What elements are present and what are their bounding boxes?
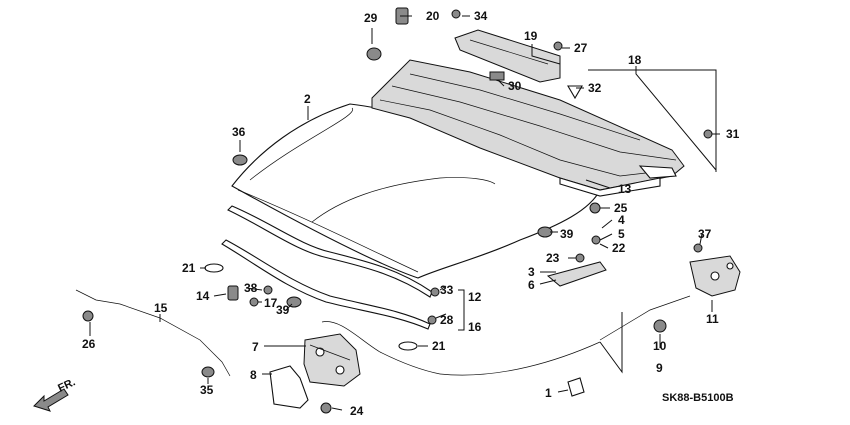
callout-21b: 21 <box>432 339 446 353</box>
callout-25: 25 <box>614 201 628 215</box>
latch-bracket <box>269 365 309 409</box>
callout-18: 18 <box>628 53 642 67</box>
callout-22: 22 <box>612 241 626 255</box>
cowl-top <box>371 59 685 197</box>
callout-4: 4 <box>618 213 625 227</box>
callout-23: 23 <box>546 251 560 265</box>
callout-7: 7 <box>252 340 259 354</box>
callout-26: 26 <box>82 337 96 351</box>
callout-12: 12 <box>468 290 482 304</box>
callout-14: 14 <box>196 289 210 303</box>
callout-30: 30 <box>508 79 522 93</box>
callout-28: 28 <box>440 313 454 327</box>
release-cable <box>75 289 691 377</box>
callout-24: 24 <box>350 404 364 418</box>
callout-11: 11 <box>706 312 719 326</box>
callout-39b: 39 <box>276 303 290 317</box>
callout-3: 3 <box>528 265 535 279</box>
callout-15: 15 <box>154 301 168 315</box>
diagram-code: SK88-B5100B <box>662 392 734 404</box>
callout-31: 31 <box>726 127 740 141</box>
callout-8: 8 <box>250 368 257 382</box>
callout-21a: 21 <box>182 261 196 275</box>
hood-latch <box>303 333 361 387</box>
callout-32: 32 <box>588 81 602 95</box>
callout-1: 1 <box>545 386 552 400</box>
callout-10: 10 <box>653 339 667 353</box>
callout-35: 35 <box>200 383 214 397</box>
callout-34: 34 <box>474 9 488 23</box>
callout-16: 16 <box>468 320 482 334</box>
hood-panel <box>231 103 601 279</box>
callout-33: 33 <box>440 283 454 297</box>
callout-6: 6 <box>528 278 535 292</box>
hood-hinge <box>689 255 741 297</box>
callout-39a: 39 <box>560 227 574 241</box>
callout-19: 19 <box>524 29 538 43</box>
callout-29: 29 <box>364 11 378 25</box>
callout-38: 38 <box>244 281 258 295</box>
callout-labels: 1 2 3 4 5 6 7 8 9 10 11 12 13 14 15 16 1… <box>82 9 740 418</box>
front-arrow-label: FR. <box>56 376 77 394</box>
callout-5: 5 <box>618 227 625 241</box>
front-direction-arrow <box>33 388 69 412</box>
callout-20: 20 <box>426 9 440 23</box>
callout-17: 17 <box>264 296 278 310</box>
callout-13: 13 <box>618 182 632 196</box>
callout-9: 9 <box>656 361 663 375</box>
hinge-plate <box>546 261 607 287</box>
cowl-seal <box>454 29 561 83</box>
leader-lines <box>89 15 720 411</box>
callout-2: 2 <box>304 92 311 106</box>
callout-27: 27 <box>574 41 588 55</box>
callout-37: 37 <box>698 227 712 241</box>
callout-36: 36 <box>232 125 246 139</box>
